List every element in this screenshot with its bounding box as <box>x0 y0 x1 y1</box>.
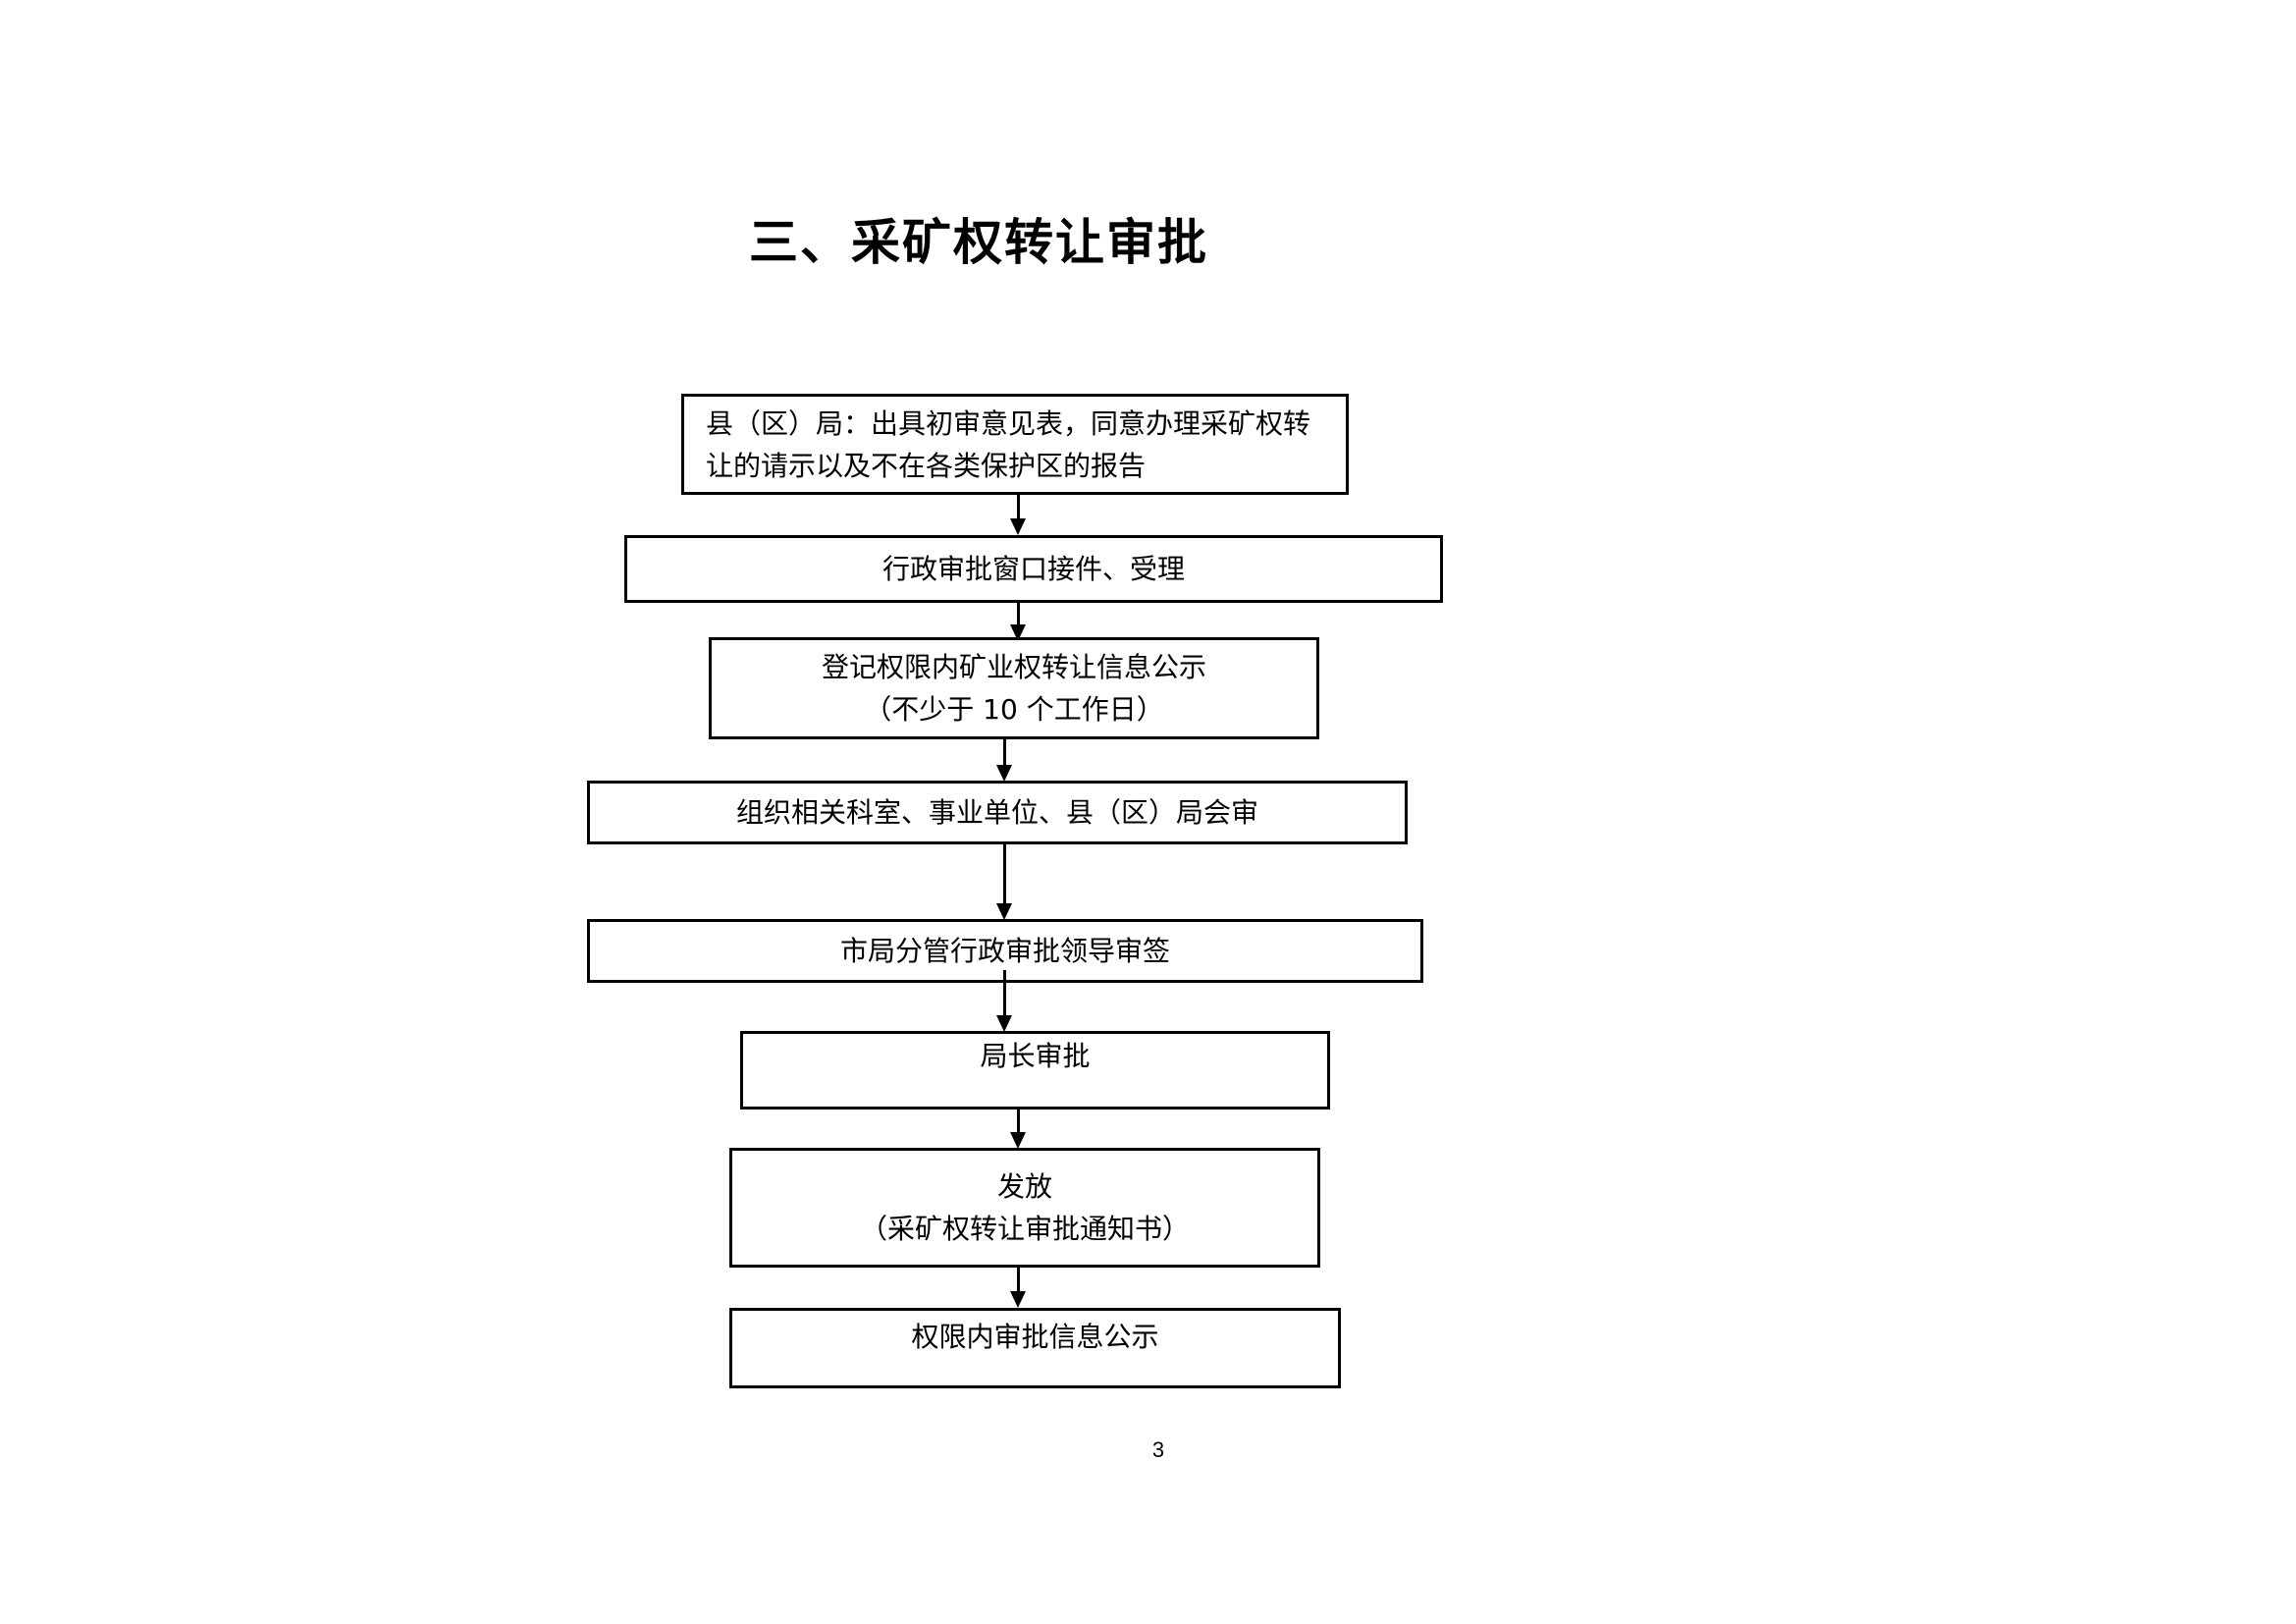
flow-step-transfer-publicity: 登记权限内矿业权转让信息公示 （不少于 10 个工作日） <box>709 637 1319 739</box>
page-title: 三、采矿权转让审批 <box>749 213 1208 271</box>
flow-arrow-head <box>1010 1291 1026 1308</box>
flow-step-county-preliminary-review: 县（区）局：出具初审意见表，同意办理采矿权转 让的请示以及不在各类保护区的报告 <box>681 394 1349 495</box>
flow-step-joint-review: 组织相关科室、事业单位、县（区）局会审 <box>587 781 1408 844</box>
flow-arrow-line <box>1003 739 1006 771</box>
step-text-line: 组织相关科室、事业单位、县（区）局会审 <box>735 796 1258 829</box>
flow-arrow-line <box>1017 1110 1020 1137</box>
flow-step-director-approval: 局长审批 <box>740 1031 1330 1110</box>
flow-arrow-head <box>996 765 1012 782</box>
step-text-line: （采矿权转让审批通知书） <box>859 1213 1190 1245</box>
flow-step-issue-notice: 发放 （采矿权转让审批通知书） <box>729 1148 1320 1268</box>
step-text-line: 局长审批 <box>980 1039 1091 1072</box>
flow-arrow-line <box>1003 970 1006 1022</box>
step-text-line: 让的请示以及不在各类保护区的报告 <box>706 449 1147 482</box>
flow-arrow-line <box>1017 603 1020 638</box>
flow-step-window-acceptance: 行政审批窗口接件、受理 <box>624 535 1443 603</box>
step-text-line: 市局分管行政审批领导审签 <box>839 935 1170 967</box>
step-text-line: 登记权限内矿业权转让信息公示 <box>821 651 1206 683</box>
step-text-line: 县（区）局：出具初审意见表，同意办理采矿权转 <box>706 406 1311 440</box>
step-text-line: （不少于 10 个工作日） <box>864 693 1164 726</box>
flow-arrow-head <box>996 1015 1012 1032</box>
flow-arrow-head <box>1010 624 1026 641</box>
flow-arrow-line <box>1017 1268 1020 1293</box>
flow-arrow-head <box>1010 518 1026 535</box>
flow-arrow-head <box>1010 1132 1026 1149</box>
step-text-line: 发放 <box>996 1170 1052 1203</box>
flow-step-approval-publicity: 权限内审批信息公示 <box>729 1308 1341 1388</box>
step-text-line: 权限内审批信息公示 <box>911 1320 1159 1353</box>
page-number: 3 <box>1151 1437 1165 1462</box>
flow-arrow-line <box>1017 495 1020 525</box>
flow-arrow-head <box>996 903 1012 920</box>
step-text-line: 行政审批窗口接件、受理 <box>881 553 1185 585</box>
flow-arrow-line <box>1003 844 1006 913</box>
